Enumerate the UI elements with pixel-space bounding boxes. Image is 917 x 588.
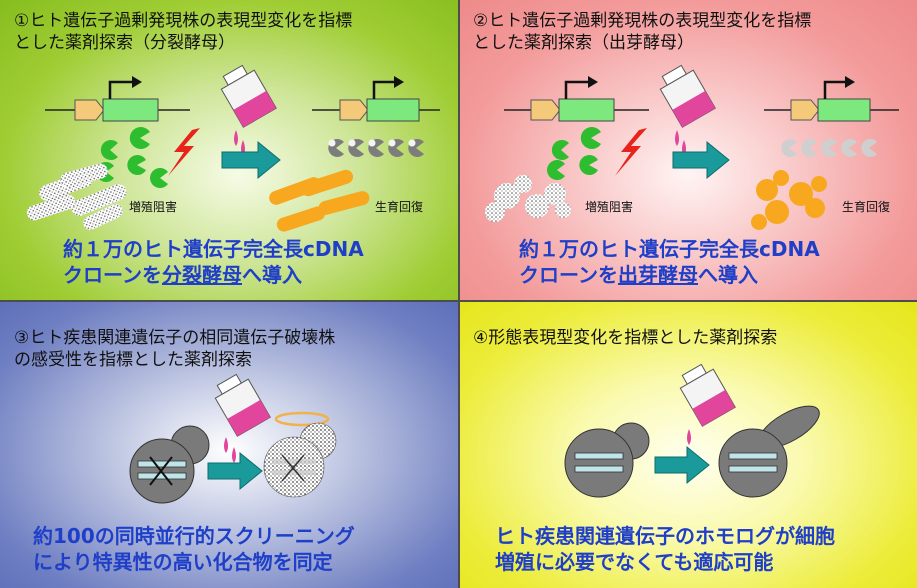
panel-title-line-2: とした薬剤探索（出芽酵母） [473,33,694,53]
panel-description: 約１万のヒト遺伝子完全長cDNA クローンを分裂酵母へ導入 [63,236,364,288]
cell-death-halo-icon [274,411,330,427]
panel-title-line-1: ③ヒト疾患関連遺伝子の相同遺伝子破壊株 [14,328,336,348]
toxicity-lightning-icon [168,128,200,176]
dead-cell [263,422,337,498]
description-line-1: 約１万のヒト遺伝子完全長cDNA [63,237,364,261]
normal-cell [564,422,650,498]
expressed-proteins [547,127,601,180]
drug-drop-icon [675,130,679,146]
panel-title-line-1: ④形態表現型変化を指標とした薬剤探索 [473,328,778,348]
label-growth-recovery: 生育回復 [842,200,891,214]
panel-title-line-2: とした薬剤探索（分裂酵母） [14,33,235,53]
altered-morphology-cell [718,405,820,498]
horizontal-divider [0,300,917,302]
panel-title: ④形態表現型変化を指標とした薬剤探索 [473,327,777,349]
drug-bottle-icon [679,363,736,427]
drug-bottle-icon [214,373,271,437]
panel-disruptant-sensitivity: ③ヒト疾患関連遺伝子の相同遺伝子破壊株 の感受性を指標とした薬剤探索 [0,301,459,588]
gene-construct-before [504,76,649,122]
panel-illustration [485,64,899,230]
panel-title: ②ヒト遺伝子過剰発現株の表現型変化を指標 とした薬剤探索（出芽酵母） [473,10,811,54]
description-line-1: ヒト疾患関連遺伝子のホモログが細胞 [495,524,835,548]
drug-bottle-icon [220,64,277,128]
drug-drop-icon [224,437,228,453]
yeast-type-underlined: 分裂酵母 [162,263,242,287]
panel-illustration [564,363,820,498]
drug-drop-icon [234,130,238,146]
toxicity-lightning-icon [615,128,647,176]
recovered-budding-cells [751,170,827,230]
gene-construct-after [312,76,440,122]
panel-fission-yeast: ①ヒト遺伝子過剰発現株の表現型変化を指標 とした薬剤探索（分裂酵母） [0,0,459,301]
drug-bottle-icon [659,64,716,128]
inhibited-proteins [781,139,877,157]
inhibited-fission-cells [26,163,127,230]
process-arrow-icon [207,451,263,491]
process-arrow-icon [221,140,281,180]
recovered-fission-cells [269,169,370,232]
drug-drop-icon [687,429,691,445]
panel-title-line-1: ①ヒト遺伝子過剰発現株の表現型変化を指標 [14,11,353,31]
gene-disruptant-cell [129,425,210,504]
yeast-type-underlined: 出芽酵母 [618,263,698,287]
label-growth-recovery: 生育回復 [375,200,424,214]
expressed-proteins [96,127,168,188]
description-line-2: クローンを出芽酵母へ導入 [519,263,758,287]
gene-construct-before [45,76,190,122]
description-line-2: により特異性の高い化合物を同定 [33,550,333,574]
panel-morphology: ④形態表現型変化を指標とした薬剤探索 [459,301,917,588]
panel-budding-yeast: ②ヒト遺伝子過剰発現株の表現型変化を指標 とした薬剤探索（出芽酵母） [459,0,917,301]
process-arrow-icon [672,140,730,180]
label-growth-inhibition: 増殖阻害 [129,200,178,214]
panel-illustration [26,64,440,232]
panel-title: ①ヒト遺伝子過剰発現株の表現型変化を指標 とした薬剤探索（分裂酵母） [14,10,352,54]
panel-description: 約100の同時並行的スクリーニング により特異性の高い化合物を同定 [33,523,355,575]
description-line-2: 増殖に必要でなくても適応可能 [495,550,774,574]
inhibited-budding-cells [485,175,571,222]
panel-illustration [129,373,337,504]
description-line-1: 約１万のヒト遺伝子完全長cDNA [519,237,820,261]
process-arrow-icon [654,445,710,485]
label-growth-inhibition: 増殖阻害 [585,200,634,214]
panel-description: ヒト疾患関連遺伝子のホモログが細胞 増殖に必要でなくても適応可能 [495,523,835,575]
inhibited-proteins [328,139,424,157]
panel-description: 約１万のヒト遺伝子完全長cDNA クローンを出芽酵母へ導入 [519,236,820,288]
description-line-1: 約100の同時並行的スクリーニング [33,524,355,548]
gene-construct-after [764,76,899,122]
panel-title: ③ヒト疾患関連遺伝子の相同遺伝子破壊株 の感受性を指標とした薬剤探索 [14,327,335,371]
panel-title-line-2: の感受性を指標とした薬剤探索 [14,350,252,370]
description-line-2: クローンを分裂酵母へ導入 [63,263,302,287]
panel-title-line-1: ②ヒト遺伝子過剰発現株の表現型変化を指標 [473,11,812,31]
vertical-divider [458,0,460,588]
